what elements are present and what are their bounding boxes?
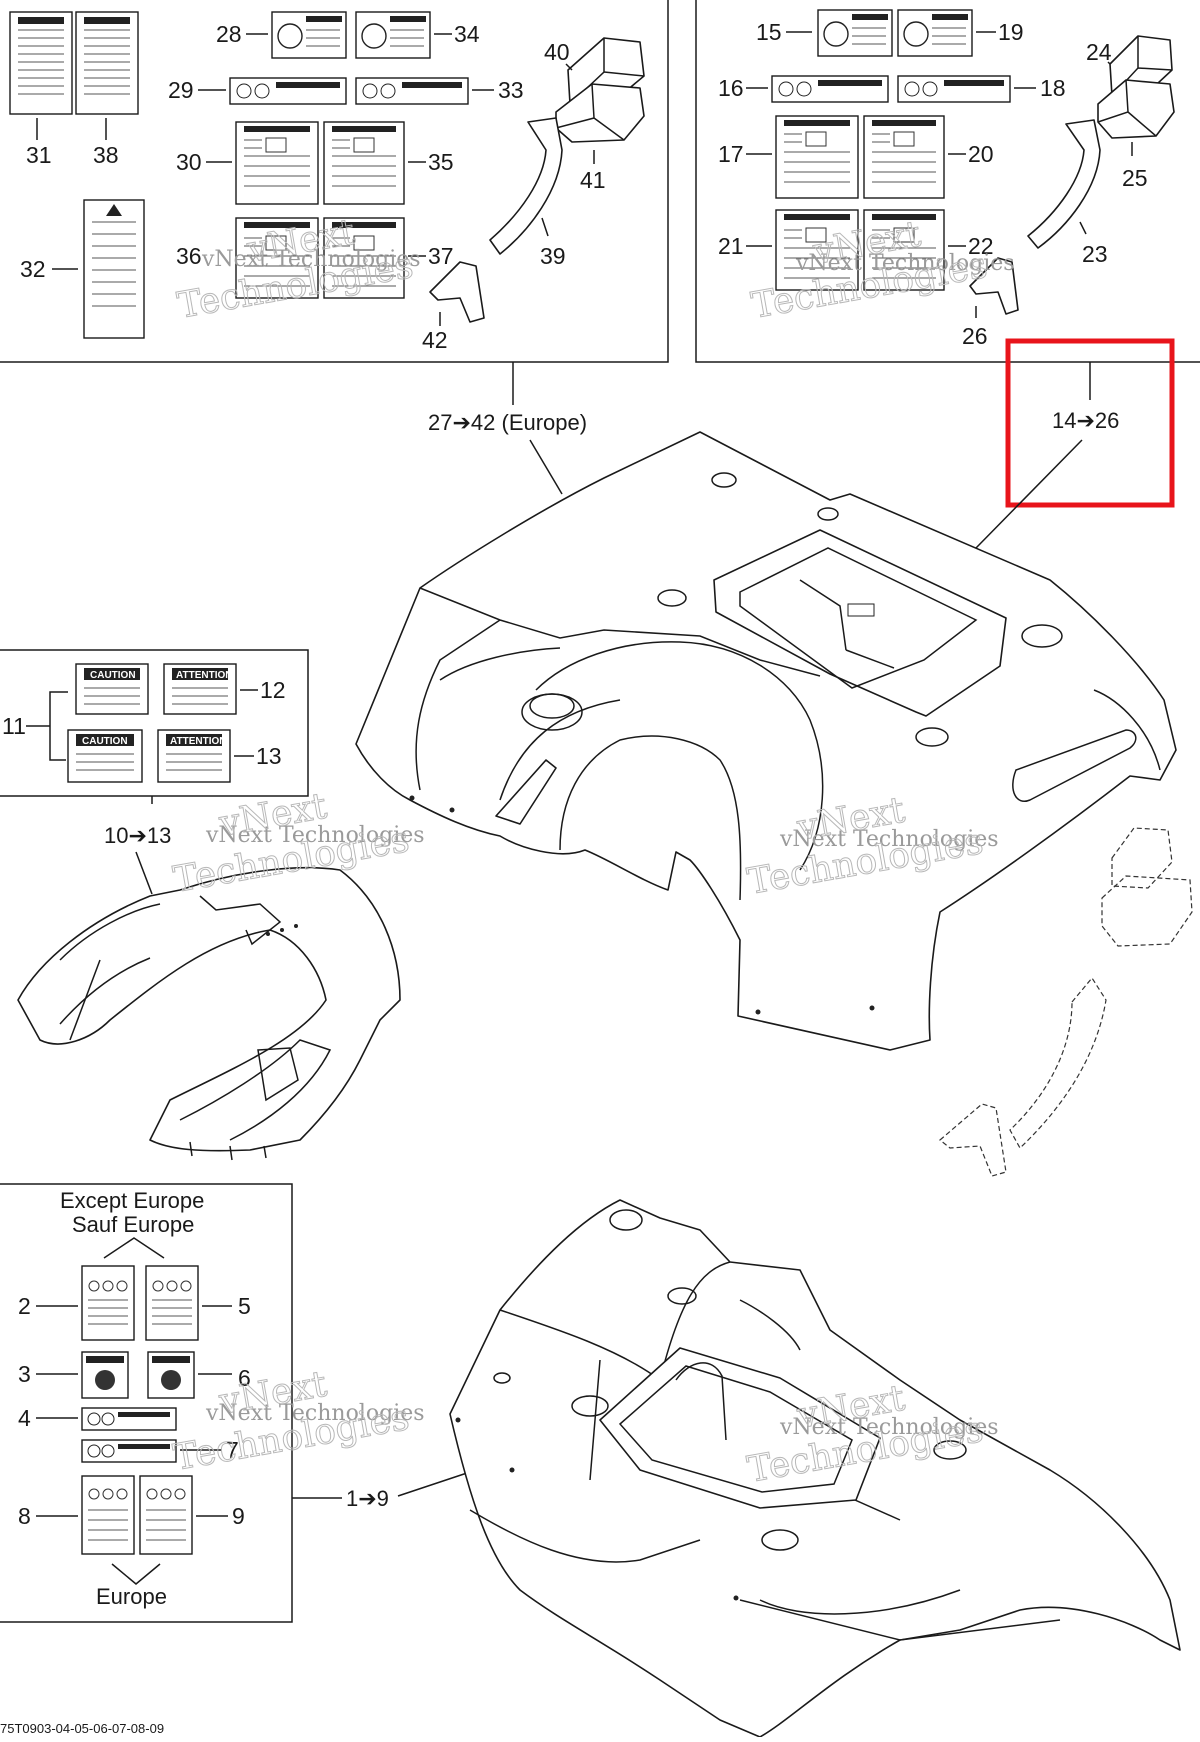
europe-except-panel: Except Europe Sauf Europe 2 5 3 6 4: [0, 1183, 342, 1623]
part-42: [429, 261, 485, 323]
callout-18: 18: [1040, 75, 1066, 101]
part-25: [1097, 79, 1175, 139]
callout-2: 2: [18, 1293, 31, 1319]
label-29: [229, 77, 347, 105]
callout-30: 30: [176, 149, 202, 175]
callout-17: 17: [718, 141, 744, 167]
labels-14-26-panel: 15 19 16 18 17 20 21 2: [695, 0, 1200, 363]
callout-6: 6: [238, 1365, 251, 1391]
callout-28: 28: [216, 21, 242, 47]
label-7: [81, 1439, 177, 1463]
part-23: [1027, 119, 1101, 249]
callout-37: 37: [428, 243, 454, 269]
part-39: [489, 117, 563, 255]
label-31: [9, 11, 73, 115]
callout-21: 21: [718, 233, 744, 259]
label-22: [863, 209, 945, 291]
callout-41: 41: [580, 167, 606, 193]
range-label-europe: 27➔42 (Europe): [428, 410, 587, 435]
except-europe-fr: Sauf Europe: [72, 1212, 194, 1237]
callout-5: 5: [238, 1293, 251, 1319]
callout-39: 39: [540, 243, 566, 269]
callout-40: 40: [544, 39, 570, 65]
callout-34: 34: [454, 21, 480, 47]
callout-36: 36: [176, 243, 202, 269]
watermark-2: vNext Technologies: [795, 251, 1015, 276]
callout-8: 8: [18, 1503, 31, 1529]
callout-12: 12: [260, 677, 286, 703]
rear-fender-bottom-assembly: [449, 1199, 1181, 1738]
attention-text-2: ATTENTION: [170, 736, 226, 747]
watermark-6: vNext Technologies: [779, 1415, 999, 1440]
callout-4: 4: [18, 1405, 31, 1431]
callout-22: 22: [968, 233, 994, 259]
ghost-parts: [939, 827, 1193, 1177]
callout-26: 26: [962, 323, 988, 349]
callout-32: 32: [20, 256, 46, 282]
callout-38: 38: [93, 142, 119, 168]
attention-text-1: ATTENTION: [176, 670, 232, 681]
label-18: [897, 75, 1011, 103]
label-32: [83, 199, 145, 339]
label-8: [81, 1475, 135, 1555]
front-fender-assembly: [17, 866, 401, 1161]
callout-23: 23: [1082, 241, 1108, 267]
label-5: [145, 1265, 199, 1341]
callout-13: 13: [256, 743, 282, 769]
label-9: [139, 1475, 193, 1555]
caution-labels-panel: CAUTION ATTENTION CAUTION ATTENTION 11 1…: [0, 649, 309, 804]
callout-24: 24: [1086, 39, 1112, 65]
callout-3: 3: [18, 1361, 31, 1387]
watermark-3: vNext Technologies: [205, 823, 425, 848]
callout-19: 19: [998, 19, 1024, 45]
label-17: [775, 115, 859, 199]
label-21: [775, 209, 859, 291]
label-36: [235, 217, 319, 299]
range-label-10-13: 10➔13: [104, 823, 171, 848]
rear-fender-assembly: [355, 431, 1177, 1051]
label-37: [323, 217, 405, 299]
callout-42: 42: [422, 327, 448, 353]
label-33: [355, 77, 469, 105]
callout-7: 7: [226, 1437, 239, 1463]
label-20: [863, 115, 945, 199]
label-4: [81, 1407, 177, 1431]
label-16: [771, 75, 889, 103]
callout-29: 29: [168, 77, 194, 103]
callout-16: 16: [718, 75, 744, 101]
label-38: [75, 11, 139, 115]
watermark-1: vNext Technologies: [201, 247, 421, 272]
label-30: [235, 121, 319, 205]
range-label-highlight: 14➔26: [1052, 408, 1119, 433]
callout-9: 9: [232, 1503, 245, 1529]
label-2: [81, 1265, 135, 1341]
part-26: [969, 257, 1019, 315]
callout-31: 31: [26, 142, 52, 168]
highlight-box: [1005, 338, 1175, 508]
callout-20: 20: [968, 141, 994, 167]
range-label-1-9: 1➔9: [346, 1486, 389, 1511]
caution-text-2: CAUTION: [82, 736, 128, 747]
watermark-4: vNext Technologies: [779, 827, 999, 852]
watermark-5: vNext Technologies: [205, 1401, 425, 1426]
callout-35: 35: [428, 149, 454, 175]
europe-labels-panel: 31 38 32 28 34 29 33: [0, 0, 669, 405]
footer-drawing-code: 75T0903-04-05-06-07-08-09: [0, 1721, 164, 1736]
europe-caption: Europe: [96, 1584, 167, 1609]
label-35: [323, 121, 405, 205]
callout-11: 11: [2, 713, 26, 739]
callout-25: 25: [1122, 165, 1148, 191]
except-europe-en: Except Europe: [60, 1188, 204, 1213]
callout-15: 15: [756, 19, 782, 45]
callout-33: 33: [498, 77, 524, 103]
caution-text-1: CAUTION: [90, 670, 136, 681]
